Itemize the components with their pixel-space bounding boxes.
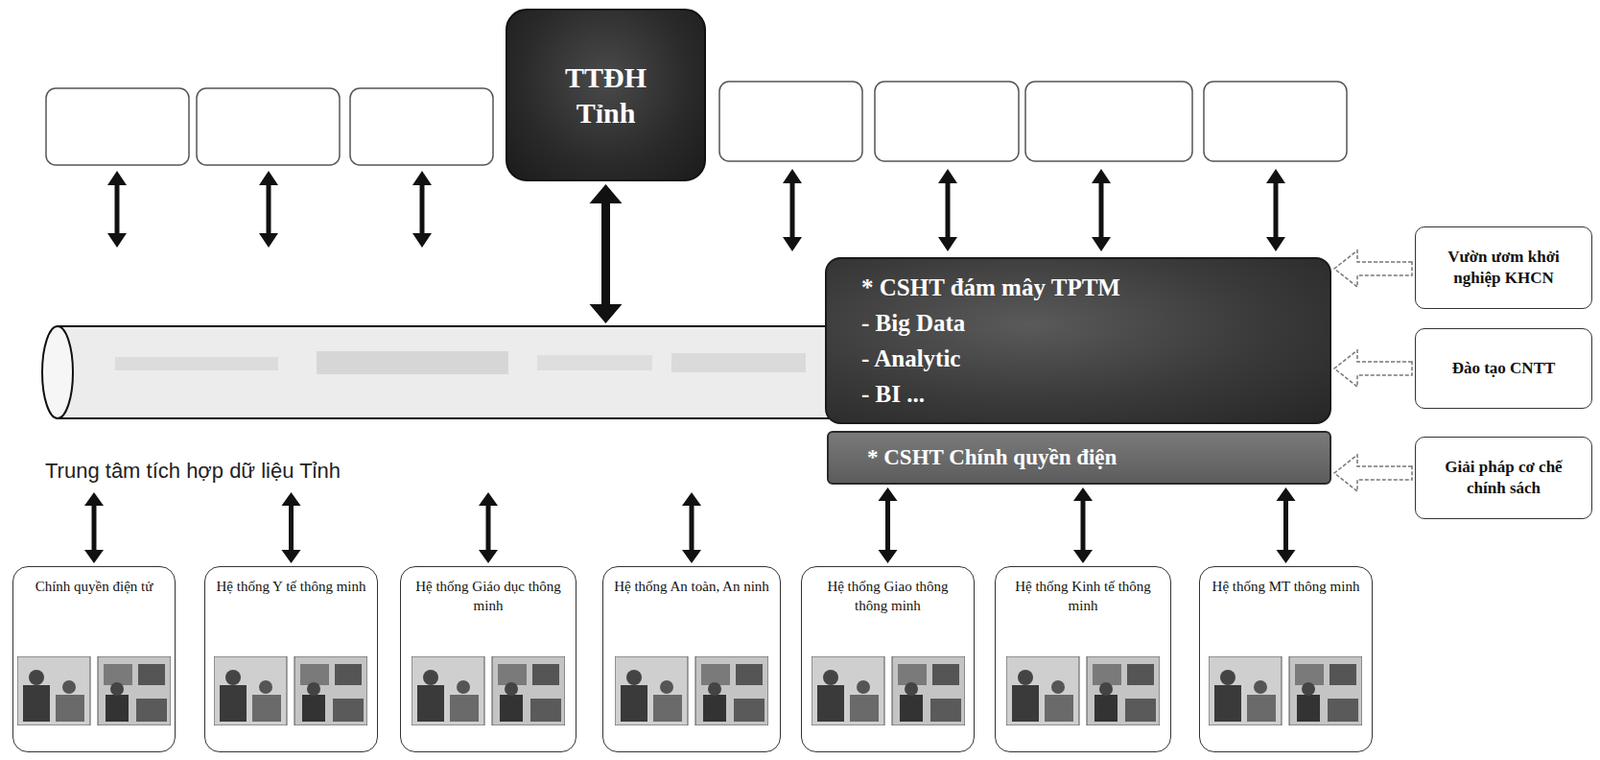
box-text: * CSHT Chính quyền điện (867, 443, 1117, 472)
photo (614, 656, 769, 726)
arrow-head (84, 549, 104, 564)
box-text: Trung tâm tích hợp dữ liệu Tỉnh (45, 458, 341, 484)
connector-line (486, 504, 492, 551)
box-text: Hệ thống Giao thông thông minh (809, 576, 966, 616)
connector-line (1081, 499, 1086, 551)
data-pipe (42, 326, 840, 419)
arrow-head (282, 549, 302, 564)
support-box: Giải pháp cơ chế chính sách (1414, 436, 1593, 519)
control-center-box: TTĐH Tỉnh (505, 8, 706, 182)
box-text: * CSHT đám mây TPTM (861, 269, 1121, 306)
empty-box (719, 81, 863, 162)
connector-line (689, 504, 695, 551)
arrow-head (878, 549, 898, 564)
cloud-platform-box: * CSHT đám mây TPTM- Big Data- Analytic-… (824, 257, 1332, 424)
connector-line (601, 202, 611, 306)
connector-arrow (878, 487, 898, 564)
connector-arrow (1334, 454, 1412, 492)
empty-box (1203, 81, 1347, 162)
box-text: Giải pháp cơ chế chính sách (1429, 456, 1578, 499)
system-box: Hệ thống MT thông minh (1199, 565, 1373, 753)
empty-box (46, 88, 189, 165)
box-text: - Analytic (861, 340, 961, 377)
arrow-head (1276, 549, 1296, 564)
connector-arrow (1334, 250, 1412, 287)
photo (17, 656, 171, 726)
connector-arrow (589, 184, 623, 324)
arrow-head (282, 492, 302, 506)
connector-arrow (1276, 487, 1296, 564)
box-text: TTĐH Tỉnh (553, 59, 659, 132)
system-box: Hệ thống Giáo dục thông minh (400, 565, 577, 753)
empty-box (196, 88, 340, 165)
arrow-head (589, 304, 623, 324)
arrow-head (1073, 549, 1093, 564)
connector-line (92, 504, 97, 551)
arrow-head (682, 549, 702, 564)
connector-arrow (1334, 350, 1412, 387)
photo (1208, 656, 1363, 726)
photo (1006, 656, 1160, 726)
double-arrow (107, 168, 1286, 252)
box-text: - Big Data (861, 305, 965, 341)
arrow-head (478, 492, 498, 506)
system-box: Hệ thống Giao thông thông minh (800, 565, 975, 753)
system-box: Hệ thống Y tế thông minh (204, 565, 378, 753)
connector-line (288, 504, 294, 551)
box-text: Chính quyền điện tử (35, 576, 154, 596)
box-text: Hệ thống Kinh tế thông minh (1003, 576, 1163, 616)
system-box: Hệ thống An toàn, An ninh (602, 565, 781, 753)
box-text: Vườn ươm khởi nghiệp KHCN (1429, 246, 1578, 289)
connector-arrow (478, 492, 498, 564)
arrow-head (878, 487, 898, 501)
connector-line (1283, 499, 1289, 551)
connector-arrow (84, 492, 104, 564)
arrow-head (84, 492, 104, 506)
connector-line (885, 499, 891, 551)
arrow-head (1276, 487, 1296, 501)
box-text: Đào tạo CNTT (1452, 357, 1556, 379)
connector-arrow (282, 492, 302, 564)
photo (811, 656, 965, 726)
photo (411, 656, 565, 726)
box-text: Hệ thống An toàn, An ninh (613, 576, 770, 596)
box-text: Hệ thống MT thông minh (1212, 576, 1361, 596)
egov-platform-box: * CSHT Chính quyền điện (826, 430, 1332, 485)
hollow-arrow (1334, 454, 1412, 492)
system-box: Hệ thống Kinh tế thông minh (994, 565, 1172, 753)
data-hub-pipe: Trung tâm tích hợp dữ liệu Tỉnh (41, 326, 840, 490)
arrow-head (478, 549, 498, 564)
box-text: - BI ... (861, 376, 925, 412)
support-box: Vườn ươm khởi nghiệp KHCN (1414, 226, 1593, 309)
support-box: Đào tạo CNTT (1414, 328, 1593, 409)
box-text: Hệ thống Giáo dục thông minh (408, 576, 568, 616)
connector-arrow (1073, 487, 1093, 564)
empty-box (874, 81, 1019, 162)
arrow-head (682, 492, 702, 506)
connector-arrow (682, 492, 702, 564)
arrow-head (1073, 487, 1093, 501)
box-text: Hệ thống Y tế thông minh (216, 576, 367, 596)
photo (213, 656, 368, 726)
hollow-arrow (1334, 250, 1412, 287)
empty-box (1025, 81, 1193, 162)
system-box: Chính quyền điện tử (12, 565, 176, 753)
arrow-head (589, 184, 623, 204)
hollow-arrow (1334, 350, 1412, 387)
empty-box (350, 88, 494, 165)
